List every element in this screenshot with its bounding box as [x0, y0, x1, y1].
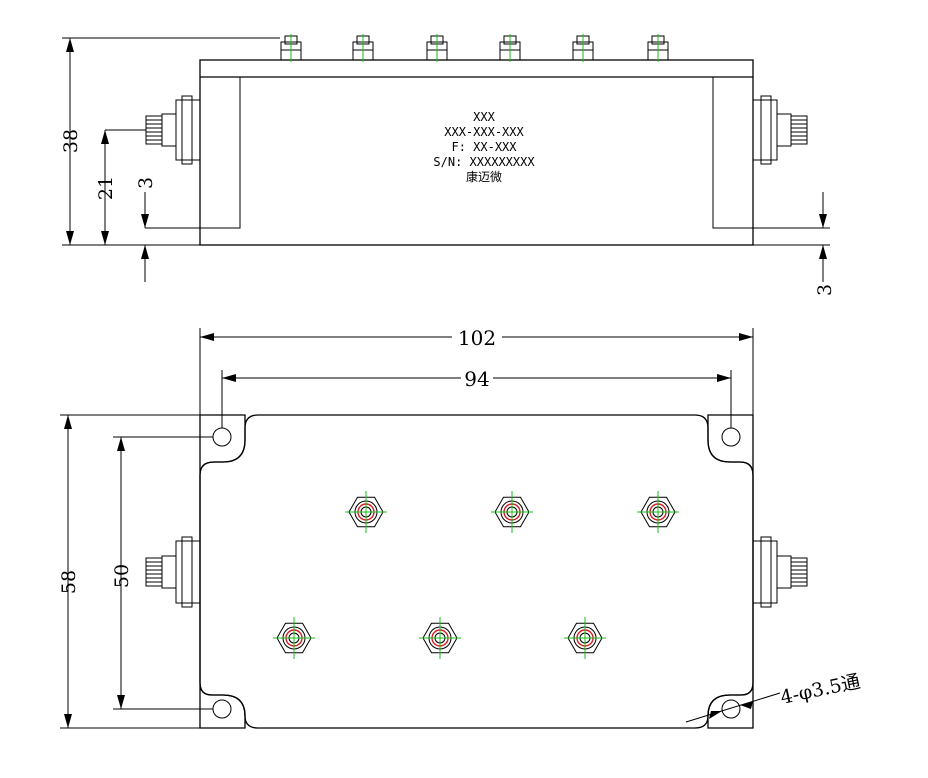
dim-38-text: 38 — [60, 129, 82, 153]
right-sma-connector-front — [752, 95, 808, 165]
dim-94-text: 94 — [464, 367, 489, 391]
mount-hole-bottom-left — [212, 699, 232, 719]
port-nut-2 — [491, 491, 533, 533]
dim-58-text: 58 — [58, 570, 80, 594]
top-connector-6 — [647, 34, 669, 62]
right-sma-connector-top — [752, 536, 808, 608]
left-sma-connector-front — [105, 95, 201, 165]
product-label: XXX XXX-XXX-XXX F: XX-XXX S/N: XXXXXXXXX… — [433, 110, 535, 184]
dimension-21: 21 — [95, 130, 117, 245]
dim-3-right-text: 3 — [814, 284, 836, 296]
port-nuts — [273, 491, 679, 659]
top-connectors — [280, 34, 669, 62]
port-nut-6 — [564, 617, 606, 659]
top-view: 102 94 58 50 — [58, 326, 862, 729]
label-line-3: F: XX-XXX — [451, 140, 517, 154]
top-view-lid — [199, 414, 754, 729]
mount-hole-top-left — [212, 427, 232, 447]
front-view: XXX XXX-XXX-XXX F: XX-XXX S/N: XXXXXXXXX… — [60, 34, 836, 296]
port-nut-1 — [345, 491, 387, 533]
label-line-5: 康迈微 — [466, 169, 502, 184]
dim-102-text: 102 — [458, 326, 496, 350]
left-sma-connector-top — [145, 536, 201, 608]
dimension-38: 38 — [60, 37, 280, 246]
dim-3-left-text: 3 — [135, 177, 157, 189]
label-line-4: S/N: XXXXXXXXX — [433, 155, 535, 169]
dimension-50: 50 — [111, 436, 213, 710]
hole-callout: 4-φ3.5通 — [685, 671, 862, 723]
top-connector-4 — [499, 34, 521, 62]
mount-hole-top-right — [721, 427, 741, 447]
top-connector-3 — [426, 34, 448, 62]
dim-50-text: 50 — [111, 564, 133, 588]
port-nut-5 — [419, 617, 461, 659]
mount-hole-bottom-right — [721, 699, 741, 719]
hole-callout-text: 4-φ3.5通 — [778, 671, 862, 709]
dimension-94: 94 — [221, 367, 732, 428]
port-nut-4 — [273, 617, 315, 659]
label-line-2: XXX-XXX-XXX — [444, 125, 524, 139]
dimension-3-left: 3 — [135, 177, 157, 282]
dimension-102: 102 — [199, 326, 754, 415]
dim-21-text: 21 — [95, 176, 117, 200]
top-connector-5 — [572, 34, 594, 62]
port-nut-3 — [637, 491, 679, 533]
top-connector-2 — [352, 34, 374, 62]
right-flange — [712, 76, 753, 229]
dimension-58: 58 — [58, 414, 200, 729]
dimension-3-right: 3 — [753, 192, 836, 296]
label-line-1: XXX — [473, 110, 495, 124]
top-connector-1 — [280, 34, 302, 62]
left-flange — [200, 76, 241, 229]
